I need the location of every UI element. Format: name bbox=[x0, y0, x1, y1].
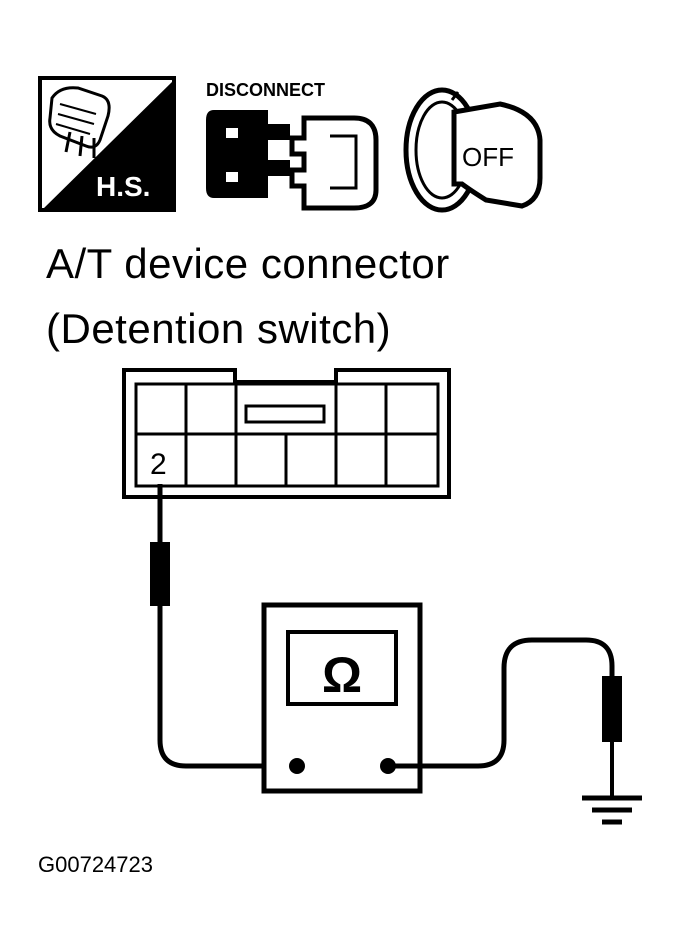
harness-connector-hs-icon: H.S. bbox=[38, 76, 176, 212]
ignition-key-off-icon: OFF bbox=[403, 87, 543, 213]
off-label: OFF bbox=[462, 142, 514, 172]
disconnect-connector-icon: DISCONNECT bbox=[206, 80, 379, 211]
hs-label: H.S. bbox=[96, 171, 150, 202]
ohmmeter-icon: Ω bbox=[261, 602, 423, 794]
terminal-2-label: 2 bbox=[150, 448, 167, 481]
connector-title-line1: A/T device connector bbox=[46, 240, 450, 287]
meter-jack-left bbox=[289, 758, 305, 774]
probe-lead-terminal bbox=[150, 484, 296, 769]
ground-icon bbox=[582, 795, 642, 825]
connector: 2 bbox=[122, 368, 451, 499]
probe-lead-ground bbox=[388, 637, 622, 796]
ohm-symbol: Ω bbox=[322, 647, 362, 703]
figure-code: G00724723 bbox=[38, 852, 153, 877]
connector-title-line2: (Detention switch) bbox=[46, 305, 392, 352]
disconnect-label: DISCONNECT bbox=[206, 80, 325, 100]
